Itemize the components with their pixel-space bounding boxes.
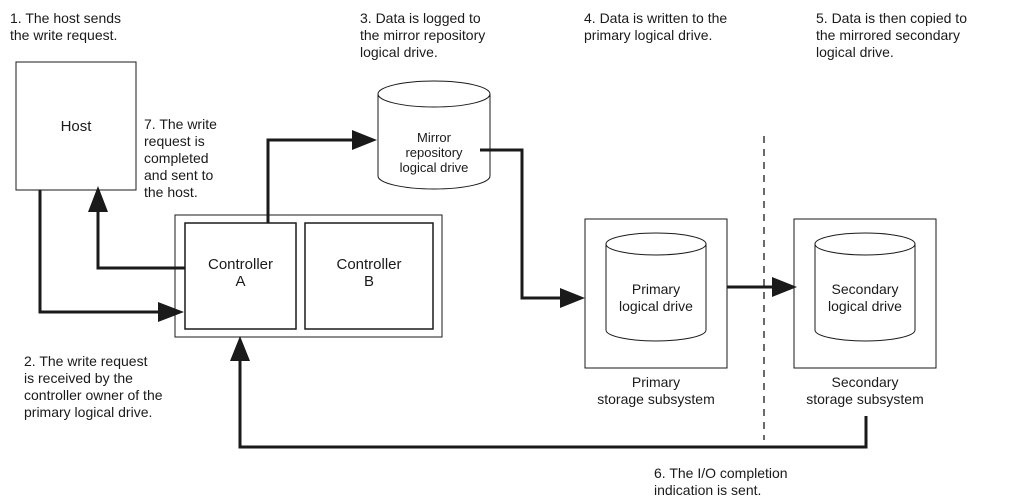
arrow-completion-return — [238, 360, 868, 449]
arrow-controller-to-mirror — [266, 138, 354, 223]
step-7-label: 7. The write request is completed and se… — [144, 116, 217, 200]
mirror-repository-label: Mirror repository logical drive — [399, 130, 469, 175]
mirror-repository-cylinder — [377, 80, 491, 190]
step-3-label: 3. Data is logged to the mirror reposito… — [360, 10, 486, 60]
step-6-label: 6. The I/O completion indication is sent… — [654, 465, 788, 498]
arrow-host-to-controller — [38, 190, 160, 314]
step-4-label: 4. Data is written to the primary logica… — [584, 10, 728, 43]
arrowhead-controller-to-mirror — [352, 130, 377, 150]
step-1-label: 1. The host sends the write request. — [10, 10, 122, 43]
controller-b-box — [304, 222, 434, 330]
arrowhead-mirror-to-primary — [560, 288, 585, 308]
arrowhead-controller-to-host — [88, 186, 108, 212]
primary-drive-cylinder — [605, 232, 707, 342]
primary-subsystem-label: Primary storage subsystem — [597, 374, 715, 407]
host-label: Host — [60, 118, 92, 135]
step-5-label: 5. Data is then copied to the mirrored s… — [816, 10, 967, 60]
arrow-mirror-to-primary — [480, 148, 562, 300]
controller-b-label: Controller B — [336, 256, 402, 290]
step-2-label: 2. The write request is received by the … — [24, 353, 163, 420]
secondary-subsystem-label: Secondary storage subsystem — [806, 374, 924, 407]
arrow-controller-to-host — [96, 210, 185, 270]
controller-a-label: Controller A — [207, 256, 274, 290]
primary-drive-label: Primary logical drive — [619, 281, 693, 314]
controller-a-box — [184, 222, 297, 330]
host-box — [15, 61, 137, 191]
secondary-drive-cylinder — [814, 232, 916, 342]
arrowhead-completion-return — [230, 336, 250, 361]
secondary-drive-label: Secondary logical drive — [828, 281, 902, 314]
arrowhead-host-to-controller — [158, 302, 184, 322]
arrowhead-primary-to-secondary — [772, 277, 797, 297]
